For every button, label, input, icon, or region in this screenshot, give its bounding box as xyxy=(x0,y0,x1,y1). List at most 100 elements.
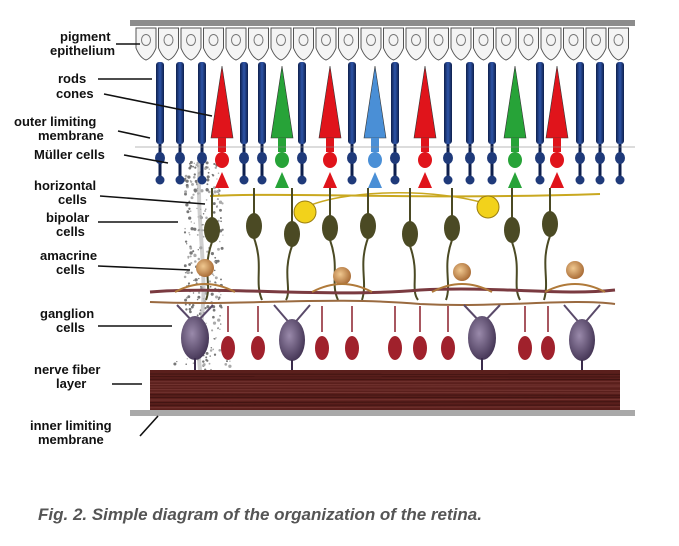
small-ganglion-cell xyxy=(441,336,455,360)
layer-labels: pigment epithelium rods cones outer limi… xyxy=(14,29,115,447)
cone-inner-segment xyxy=(421,138,429,152)
muller-speckle xyxy=(197,257,201,261)
amacrine-cell xyxy=(566,261,584,279)
rod-nucleus xyxy=(297,152,307,164)
muller-speckle xyxy=(202,363,206,367)
amacrine-process xyxy=(431,283,493,293)
muller-speckle xyxy=(207,171,210,174)
muller-speckle xyxy=(217,247,220,251)
muller-speckle xyxy=(193,173,196,176)
muller-speckle xyxy=(194,179,198,183)
muller-speckle xyxy=(189,251,193,255)
pigment-nucleus xyxy=(298,34,309,46)
muller-speckle xyxy=(208,280,212,283)
muller-speckle xyxy=(210,252,214,256)
muller-speckle xyxy=(192,250,195,253)
rod-outer-segment xyxy=(466,62,474,144)
pigment-cell xyxy=(338,27,359,61)
muller-speckle xyxy=(190,221,193,223)
muller-speckle xyxy=(188,207,191,210)
muller-speckle xyxy=(184,240,188,243)
muller-speckle xyxy=(185,363,187,365)
muller-speckle xyxy=(209,349,213,352)
cone-outer-segment xyxy=(270,65,294,139)
muller-speckle xyxy=(214,166,217,169)
bipolar-cell xyxy=(246,213,262,239)
rod-spherule xyxy=(443,175,453,185)
pigment-cells xyxy=(135,27,629,61)
rod-spherule xyxy=(615,175,625,185)
cone-outer-segment xyxy=(503,65,527,139)
inner-plexiform-layer xyxy=(149,259,616,372)
cone-nucleus xyxy=(550,152,564,168)
muller-speckle xyxy=(187,282,191,285)
muller-speckle xyxy=(191,182,194,186)
pigment-nucleus xyxy=(253,34,264,46)
rod-spherule xyxy=(347,175,357,185)
horizontal-cell xyxy=(293,200,317,224)
cone-nucleus xyxy=(215,152,229,168)
bipolar-cell xyxy=(322,215,338,241)
rod-spherule xyxy=(465,175,475,185)
muller-speckle xyxy=(198,277,200,280)
label-bipolar-line2: cells xyxy=(56,224,85,239)
muller-speckle xyxy=(219,328,221,331)
muller-speckle xyxy=(183,264,187,268)
muller-speckle xyxy=(184,298,188,302)
muller-speckle xyxy=(189,210,192,212)
photoreceptor-layer xyxy=(135,62,635,188)
rod-spherule xyxy=(197,175,207,185)
label-ilm-line1: inner limiting xyxy=(30,418,112,433)
rod-nucleus xyxy=(615,152,625,164)
muller-speckle xyxy=(190,271,193,274)
rod-outer-segment xyxy=(596,62,604,144)
arrow-horizontal xyxy=(99,195,206,205)
label-ganglion-line1: ganglion xyxy=(40,306,94,321)
label-ilm-line2: membrane xyxy=(38,432,104,447)
pigment-nucleus xyxy=(141,34,151,46)
muller-speckle xyxy=(186,270,190,275)
label-olm-line1: outer limiting xyxy=(14,114,96,129)
arrow-muller xyxy=(123,154,169,164)
pigment-cell xyxy=(158,27,179,61)
muller-speckle xyxy=(187,295,191,299)
pigment-nucleus xyxy=(208,34,219,46)
rod-nucleus xyxy=(595,152,605,164)
rod-spherule xyxy=(297,175,307,185)
muller-speckle xyxy=(183,231,187,234)
muller-speckle xyxy=(205,208,207,210)
pigment-cell xyxy=(203,27,224,61)
pigment-cell xyxy=(315,27,337,61)
rod-outer-segment xyxy=(444,62,452,144)
ganglion-cell xyxy=(468,316,496,360)
muller-speckle xyxy=(212,186,216,190)
muller-speckle xyxy=(218,200,223,204)
muller-speckle xyxy=(219,208,222,212)
muller-speckle xyxy=(188,303,191,306)
pigment-nucleus xyxy=(478,34,489,46)
bipolar-axon xyxy=(285,245,293,301)
rod-outer-segment xyxy=(576,62,584,144)
muller-speckle xyxy=(188,216,192,220)
muller-speckle xyxy=(192,165,195,168)
small-ganglion-cell xyxy=(413,336,427,360)
muller-speckle xyxy=(217,298,220,301)
muller-speckle xyxy=(228,364,232,368)
rod-spherule xyxy=(595,175,605,185)
muller-speckle xyxy=(217,318,221,322)
small-ganglion-cell xyxy=(541,336,555,360)
muller-speckle xyxy=(185,183,189,187)
muller-speckle xyxy=(193,227,197,231)
cone-inner-segment xyxy=(511,138,519,152)
muller-speckle xyxy=(205,322,207,324)
muller-speckle xyxy=(193,222,195,224)
cone-inner-segment xyxy=(326,138,334,152)
rod-outer-segment xyxy=(176,62,184,144)
outer-border xyxy=(130,20,635,26)
ganglion-cell xyxy=(279,319,305,361)
muller-speckle xyxy=(197,249,199,251)
muller-speckle xyxy=(196,207,198,210)
muller-speckle xyxy=(209,355,211,357)
muller-speckle xyxy=(190,305,194,309)
nerve-fiber xyxy=(149,401,621,404)
